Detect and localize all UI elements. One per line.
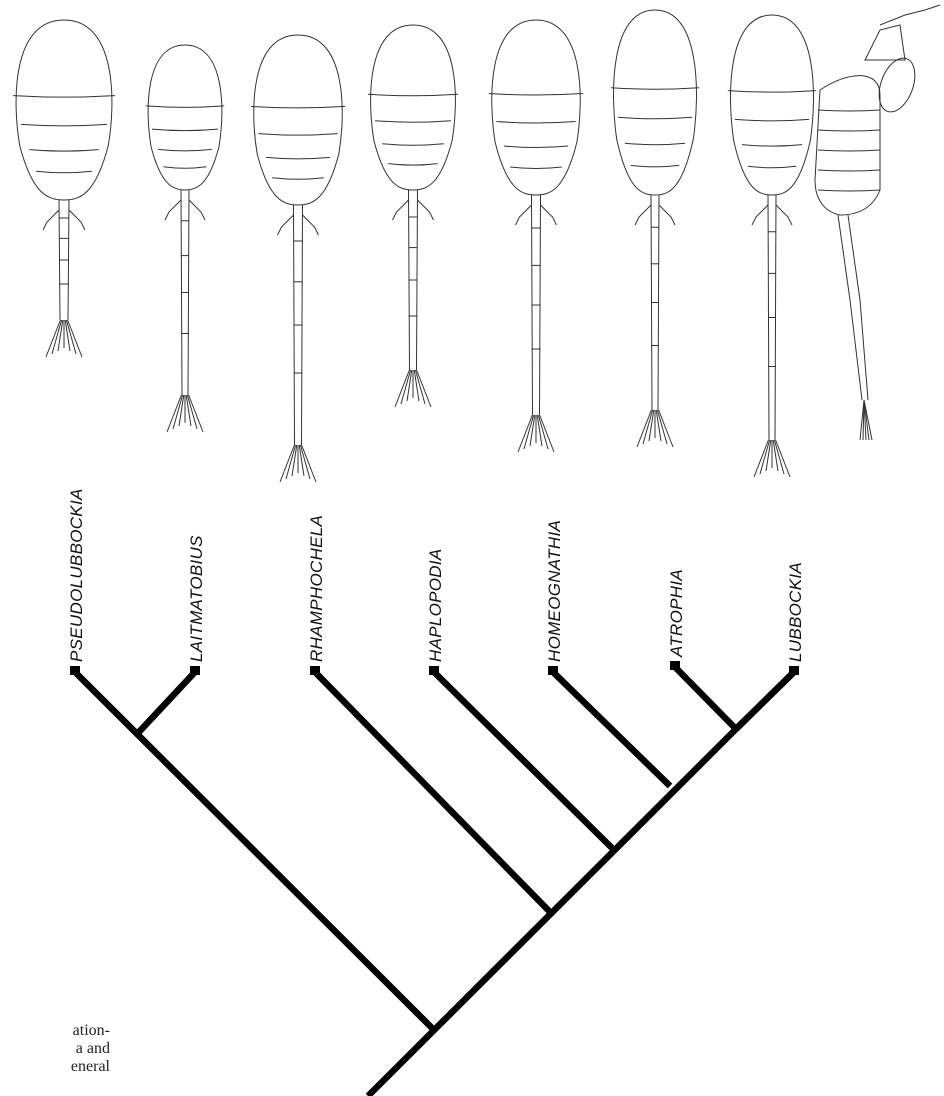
- taxon-label: HOMEOGNATHIA: [545, 520, 564, 662]
- cladogram: [70, 661, 799, 1096]
- taxon-label: HAPLOPODIA: [426, 548, 445, 662]
- copepod-illustrations: [13, 5, 940, 482]
- tip-marker: [190, 666, 200, 675]
- caption-line-1: ation-: [0, 1022, 110, 1040]
- tip-marker: [789, 666, 799, 675]
- copepod-drawing: [728, 15, 816, 477]
- taxon-label: LUBBOCKIA: [786, 562, 805, 662]
- branch-pseudolubbockia: [75, 672, 432, 1028]
- caption-line-3: eneral: [0, 1058, 110, 1076]
- caption-line-2: a and: [0, 1040, 110, 1058]
- tip-marker: [670, 661, 680, 670]
- branch-lubbockia-stem: [736, 672, 794, 729]
- tip-marker: [548, 666, 558, 675]
- tip-marker: [429, 666, 439, 675]
- taxon-labels: PSEUDOLUBBOCKIA LAITMATOBIUS RHAMPHOCHELA H…: [67, 488, 805, 662]
- taxon-label: RHAMPHOCHELA: [307, 515, 326, 662]
- taxon-label: PSEUDOLUBBOCKIA: [67, 488, 86, 662]
- copepod-drawing: [251, 35, 345, 482]
- copepod-drawing: [611, 10, 699, 447]
- copepod-drawing: [489, 20, 583, 452]
- branch-rhamphochela: [315, 672, 550, 912]
- taxon-label: ATROPHIA: [667, 569, 686, 658]
- tip-marker: [310, 666, 320, 675]
- branch-atrophia: [675, 667, 736, 729]
- taxon-label: LAITMATOBIUS: [187, 535, 206, 662]
- copepod-drawing: [146, 45, 224, 432]
- branch-laitmatobius: [138, 672, 195, 733]
- caption-fragment: ation- a and eneral: [0, 1022, 110, 1076]
- branch-homeognathia: [553, 672, 670, 786]
- copepod-drawing: [13, 20, 115, 357]
- tip-marker: [70, 666, 80, 675]
- copepod-drawing: [368, 25, 458, 407]
- copepod-lateral-drawing: [815, 5, 940, 440]
